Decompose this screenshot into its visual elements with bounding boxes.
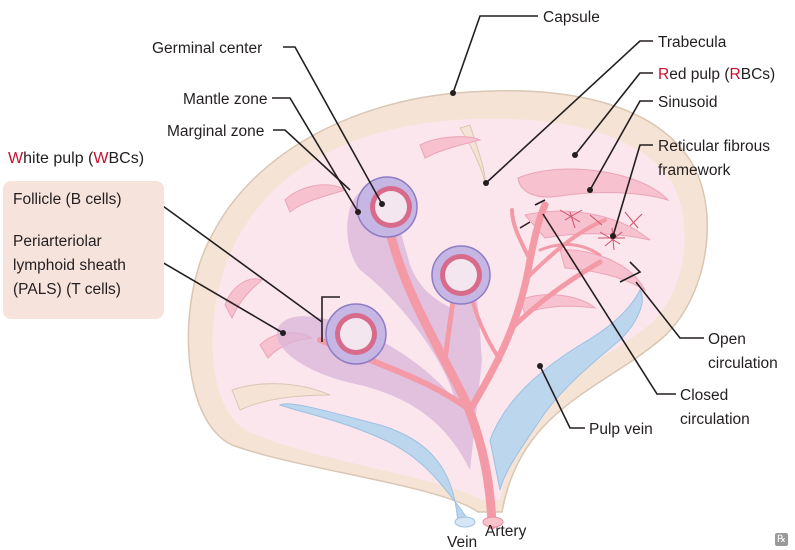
closed-circulation-label-line1: Closed <box>680 387 728 404</box>
follicle-lower <box>326 304 386 364</box>
closed-circulation-label-line2: circulation <box>680 411 750 428</box>
vein-cut-end <box>455 517 475 527</box>
follicle-upper <box>357 177 417 237</box>
marginal-zone-label: Marginal zone <box>167 123 264 140</box>
trabecula-label: Trabecula <box>658 34 727 51</box>
vein-label: Vein <box>447 534 477 550</box>
pulp-vein-label: Pulp vein <box>589 421 653 438</box>
germinal-center-label: Germinal center <box>152 40 262 57</box>
follicle-middle <box>432 246 490 304</box>
mantle-zone-label: Mantle zone <box>183 91 267 108</box>
pals-label-line2: lymphoid sheath <box>13 254 126 277</box>
artery-label: Artery <box>485 523 527 540</box>
reticular-label-line2: framework <box>658 162 731 179</box>
reticular-label-line1: Reticular fibrous <box>658 138 770 155</box>
open-circulation-label-line2: circulation <box>708 355 778 372</box>
sinusoid-label: Sinusoid <box>658 94 717 111</box>
capsule-label: Capsule <box>543 9 600 26</box>
pals-label-line3: (PALS) (T cells) <box>13 278 121 301</box>
follicle-label: Follicle (B cells) <box>13 188 122 211</box>
white-pulp-title: White pulp (WBCs) <box>8 150 144 168</box>
open-circulation-label-line1: Open <box>708 331 746 348</box>
red-pulp-label: Red pulp (RBCs) <box>658 66 775 83</box>
rx-logo: ℞ <box>775 533 788 546</box>
pals-label-line1: Periarteriolar <box>13 230 102 253</box>
